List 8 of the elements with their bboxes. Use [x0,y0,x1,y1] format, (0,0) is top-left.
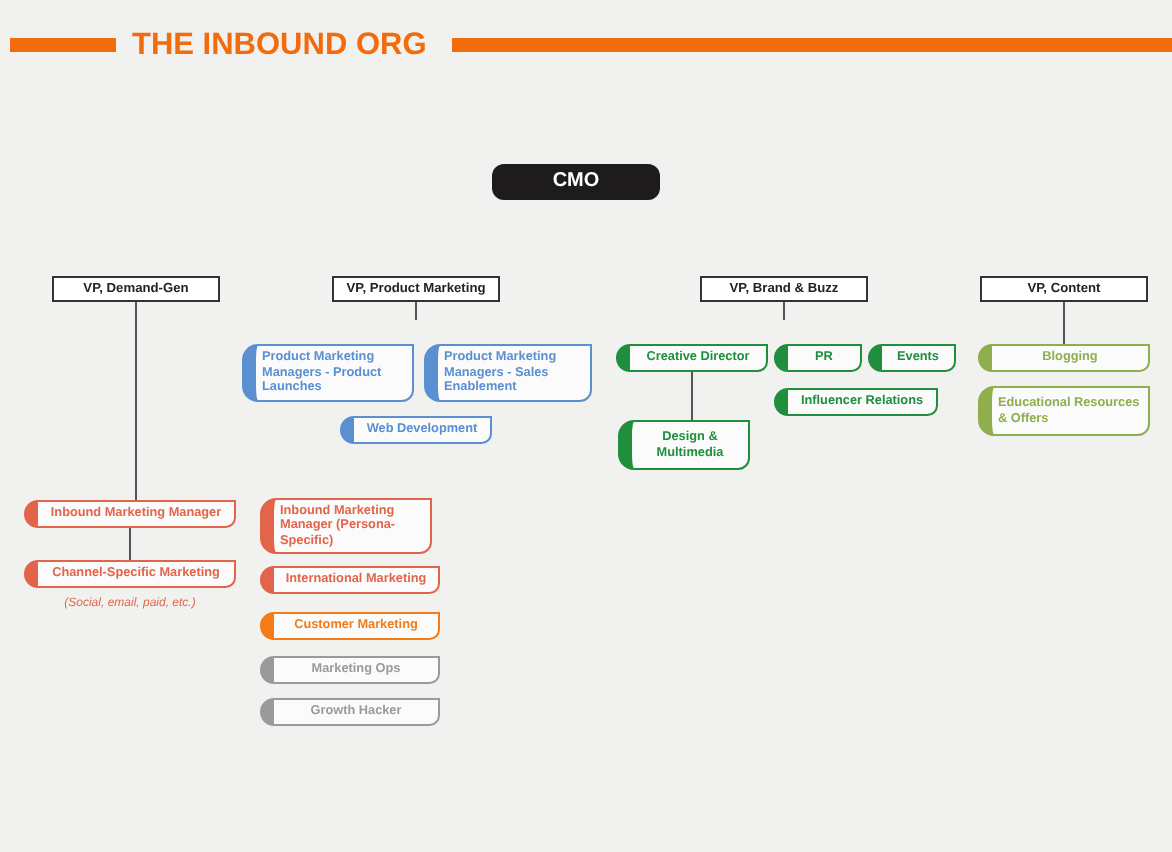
connector-line [691,371,693,421]
title: THE INBOUND ORG [132,28,427,64]
connector-line [1063,301,1065,345]
connector-line [135,301,137,501]
connector-line [783,301,785,321]
cmo-box: CMO [492,164,660,200]
connector-line [129,527,131,561]
connector-line [415,301,417,321]
